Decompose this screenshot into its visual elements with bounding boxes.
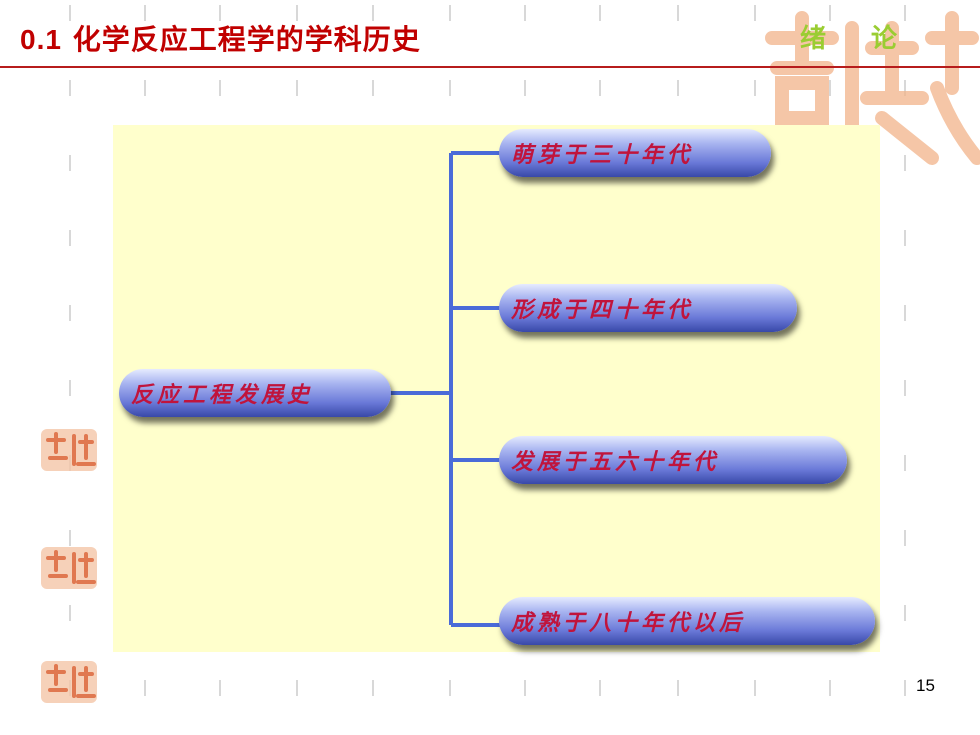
branch-node-label: 成熟于八十年代以后 xyxy=(511,610,746,636)
branch-node: 萌芽于三十年代 xyxy=(499,129,771,177)
branch-node-label: 萌芽于三十年代 xyxy=(511,142,694,168)
section-tag: 绪 论 xyxy=(800,24,916,54)
tree-connectors xyxy=(388,151,508,627)
branch-node: 发展于五六十年代 xyxy=(499,436,847,484)
branch-node: 形成于四十年代 xyxy=(499,284,797,332)
seal-stamp-icon xyxy=(41,547,97,589)
title-text: 化学反应工程学的学科历史 xyxy=(72,23,421,56)
history-tree-diagram: 反应工程发展史 萌芽于三十年代 形成于四十年代 发展于五六十年代 成熟于八十年代… xyxy=(113,125,880,652)
root-node: 反应工程发展史 xyxy=(119,369,391,417)
seal-stamp-icon xyxy=(41,661,97,703)
seal-stamp-icon xyxy=(41,429,97,471)
title-divider xyxy=(0,66,980,68)
section-number: 0.1 xyxy=(20,24,62,55)
branch-node-label: 发展于五六十年代 xyxy=(511,449,720,475)
branch-node: 成熟于八十年代以后 xyxy=(499,597,875,645)
page-number: 15 xyxy=(916,676,935,695)
root-node-label: 反应工程发展史 xyxy=(131,382,314,408)
branch-node-label: 形成于四十年代 xyxy=(511,297,694,323)
seal-watermark-large xyxy=(765,11,980,165)
page-title: 0.1 化学反应工程学的学科历史 xyxy=(20,18,421,58)
